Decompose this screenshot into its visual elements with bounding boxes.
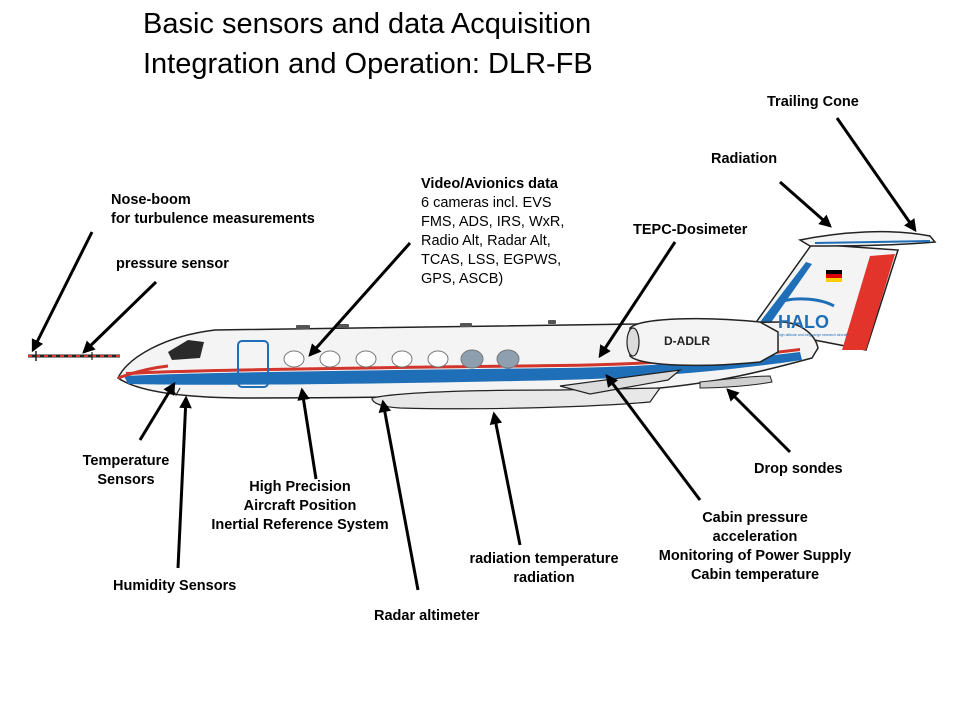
label-cabin-line-4: Cabin temperature: [690, 567, 820, 583]
germany-flag-icon: [826, 270, 842, 282]
label-cabin-line-1: Cabin pressure: [702, 510, 808, 526]
label-high-precision-line-3: Inertial Reference System: [211, 517, 389, 533]
pointer-arrows: [31, 117, 917, 591]
label-temperature-sensors-line-1: Temperature: [82, 453, 170, 469]
engine: [629, 317, 779, 367]
label-video-avionics-line-3: Radio Alt, Radar Alt,: [421, 233, 551, 249]
label-cabin: Cabin pressure acceleration Monitoring o…: [642, 509, 868, 585]
label-trailing-cone: Trailing Cone: [767, 94, 859, 110]
label-nose-boom-line-2: for turbulence measurements: [111, 211, 315, 227]
arrow-pressure-sensor: [82, 280, 158, 354]
label-video-avionics-line-2: FMS, ADS, IRS, WxR,: [421, 214, 565, 230]
arrow-video-avionics: [308, 242, 412, 357]
arrow-cabin-pressure: [605, 373, 702, 501]
title-line-2: Integration and Operation: DLR-FB: [143, 48, 593, 80]
arrow-trailing-cone: [835, 117, 917, 233]
tail-blue-accent: [760, 262, 812, 324]
label-nose-boom: Nose-boom for turbulence measurements: [111, 191, 315, 229]
label-video-avionics: Video/Avionics data 6 cameras incl. EVS …: [421, 175, 564, 289]
halo-logo-icon: HALO high altitude and long range resear…: [775, 297, 847, 337]
label-nose-boom-line-1: Nose-boom: [111, 192, 191, 208]
fuselage-red-stripe: [126, 348, 800, 375]
arrow-radar-altimeter: [378, 399, 420, 591]
label-video-avionics-line-5: GPS, ASCB): [421, 271, 504, 287]
label-video-avionics-line-4: TCAS, LSS, EGPWS,: [421, 252, 562, 268]
nose-boom: [28, 351, 120, 361]
label-pressure-sensor: pressure sensor: [116, 256, 229, 272]
arrow-high-precision: [297, 387, 318, 480]
aircraft-registration: D-ADLR: [664, 334, 710, 348]
label-humidity-sensors: Humidity Sensors: [113, 578, 237, 594]
title-line-1: Basic sensors and data Acquisition: [143, 8, 592, 40]
arrow-radiation-temperature: [489, 411, 522, 546]
cabin-windows: [283, 349, 520, 369]
arrow-temperature-sensors: [138, 381, 176, 441]
label-tepc-dosimeter: TEPC-Dosimeter: [633, 222, 748, 238]
aircraft: [28, 230, 937, 410]
label-radiation-temperature: radiation temperature radiation: [456, 550, 632, 588]
label-radiation: Radiation: [711, 151, 778, 167]
tail-red-stripe: [842, 254, 895, 350]
label-drop-sondes: Drop sondes: [754, 461, 843, 477]
label-cabin-line-2: acceleration: [712, 529, 798, 545]
label-radar-altimeter: Radar altimeter: [374, 608, 480, 624]
label-temperature-sensors: Temperature Sensors: [70, 452, 182, 490]
wing: [559, 369, 682, 395]
halo-logo-text: HALO: [778, 312, 829, 332]
cabin-door: [237, 340, 269, 388]
arrow-radiation: [779, 180, 832, 228]
label-radiation-temperature-line-1: radiation temperature: [469, 551, 619, 567]
label-high-precision-line-1: High Precision: [249, 479, 351, 495]
arrow-humidity-sensors: [176, 395, 192, 569]
label-temperature-sensors-line-2: Sensors: [97, 472, 155, 488]
label-radiation-temperature-line-2: radiation: [513, 570, 575, 586]
label-video-avionics-line-1: 6 cameras incl. EVS: [421, 195, 552, 211]
label-high-precision: High Precision Aircraft Position Inertia…: [196, 478, 404, 535]
label-cabin-line-3: Monitoring of Power Supply: [658, 548, 852, 564]
label-high-precision-line-2: Aircraft Position: [243, 498, 357, 514]
arrow-nose-boom: [31, 231, 94, 353]
cockpit-windshield: [168, 340, 204, 360]
halo-logo-tagline: high altitude and long range research ai…: [778, 333, 847, 337]
arrow-drop-sondes: [726, 388, 792, 454]
label-video-avionics-title: Video/Avionics data: [421, 176, 558, 192]
arrow-tepc-dosimeter: [598, 241, 677, 359]
